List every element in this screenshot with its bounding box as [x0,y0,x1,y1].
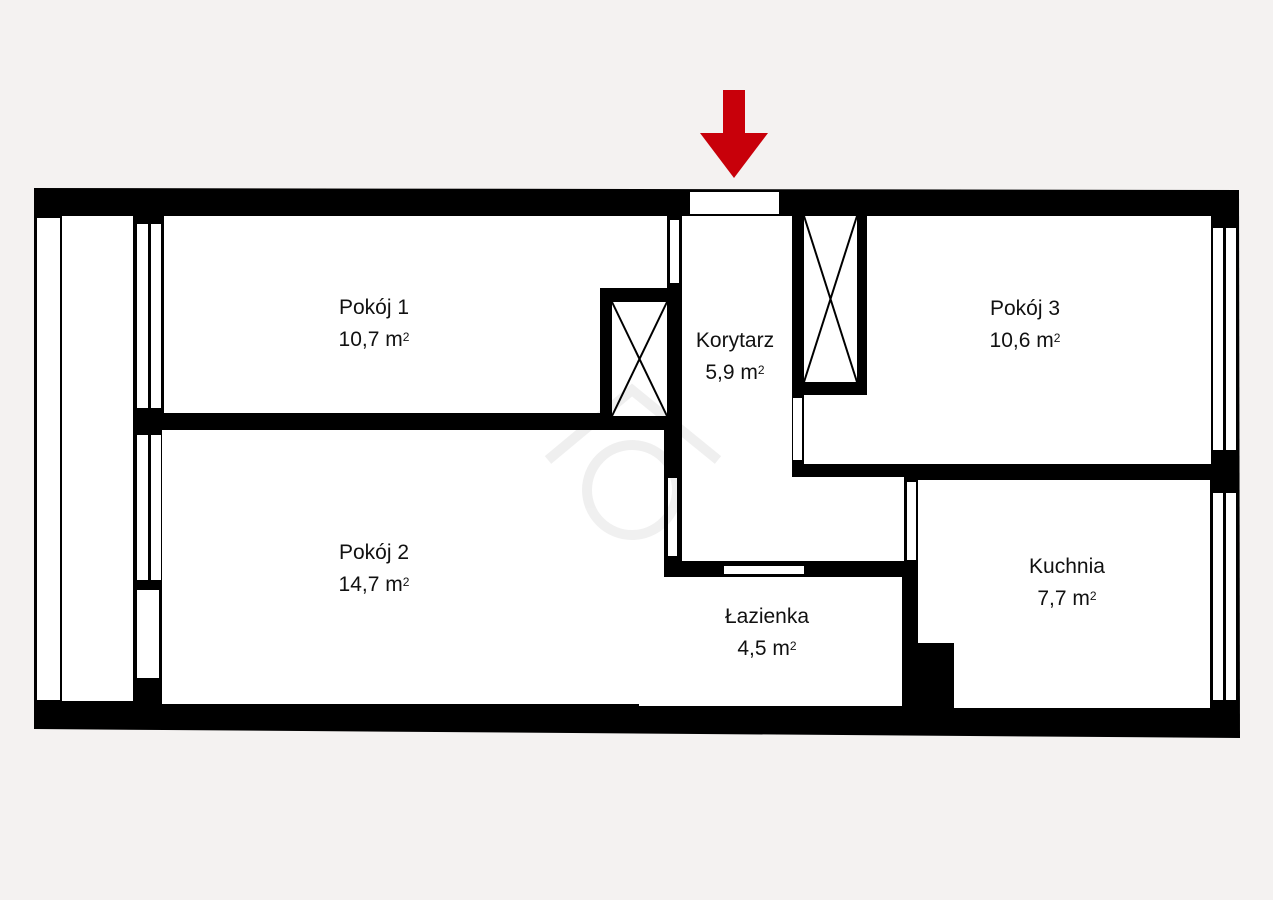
room-name: Pokój 1 [338,296,410,319]
room-kuchnia [918,480,1210,708]
room-label-pokoj-3: Pokój 3 10,6 m2 [990,293,1061,357]
room-area: 10,7 m2 [339,324,410,356]
window-right-1 [1213,228,1236,450]
room-name: Pokój 3 [989,297,1061,320]
window-left-2 [137,435,161,580]
door-pokoj-1 [670,220,679,283]
area-value: 14,7 [338,573,380,596]
area-exponent: 2 [1053,331,1061,345]
balcony [62,216,133,701]
room-name: Kuchnia [1029,555,1105,578]
area-unit: m [740,361,758,384]
area-value: 10,7 [338,328,380,351]
room-pokoj-3 [804,216,1211,464]
room-label-pokoj-2: Pokój 2 14,7 m2 [339,537,410,601]
arrow-down-icon [700,90,768,178]
area-unit: m [1036,329,1054,352]
area-exponent: 2 [789,639,797,653]
watermark-logo [544,383,722,540]
room-area: 5,9 m2 [696,357,774,389]
room-area: 10,6 m2 [990,325,1061,357]
room-label-kuchnia: Kuchnia 7,7 m2 [1029,551,1105,615]
closet-2-cross-icon [803,215,858,383]
room-pokoj-2 [162,430,664,704]
room-area: 7,7 m2 [1029,583,1105,615]
window-left-1 [137,224,161,408]
area-exponent: 2 [402,330,410,344]
balcony-strip [37,218,60,700]
area-value: 10,6 [989,329,1031,352]
room-area: 14,7 m2 [339,569,410,601]
area-unit: m [772,637,790,660]
area-unit: m [385,328,403,351]
closet-1-cross-icon [611,301,668,417]
window-right-2 [1213,493,1236,700]
area-exponent: 2 [402,575,410,589]
room-label-lazienka: Łazienka 4,5 m2 [725,601,809,665]
area-unit: m [385,573,403,596]
area-value: 4,5 [737,637,767,660]
room-area: 4,5 m2 [725,633,809,665]
room-pokoj-1 [164,216,667,413]
area-value: 5,9 [705,361,735,384]
room-name: Pokój 2 [338,541,410,564]
door-lazienka [724,566,804,574]
room-korytarz [682,216,904,561]
area-exponent: 2 [757,363,765,377]
door-kuchnia [907,482,916,560]
door-pokoj-3 [793,398,802,460]
room-lazienka [639,577,902,706]
room-label-pokoj-1: Pokój 1 10,7 m2 [339,292,410,356]
window-left-3 [137,590,159,678]
area-value: 7,7 [1037,587,1067,610]
entrance-door [690,192,779,214]
area-unit: m [1072,587,1090,610]
room-label-korytarz: Korytarz 5,9 m2 [696,325,774,389]
room-name: Łazienka [724,605,810,628]
door-pokoj-2 [668,478,677,556]
area-exponent: 2 [1089,589,1097,603]
room-name: Korytarz [695,329,775,352]
